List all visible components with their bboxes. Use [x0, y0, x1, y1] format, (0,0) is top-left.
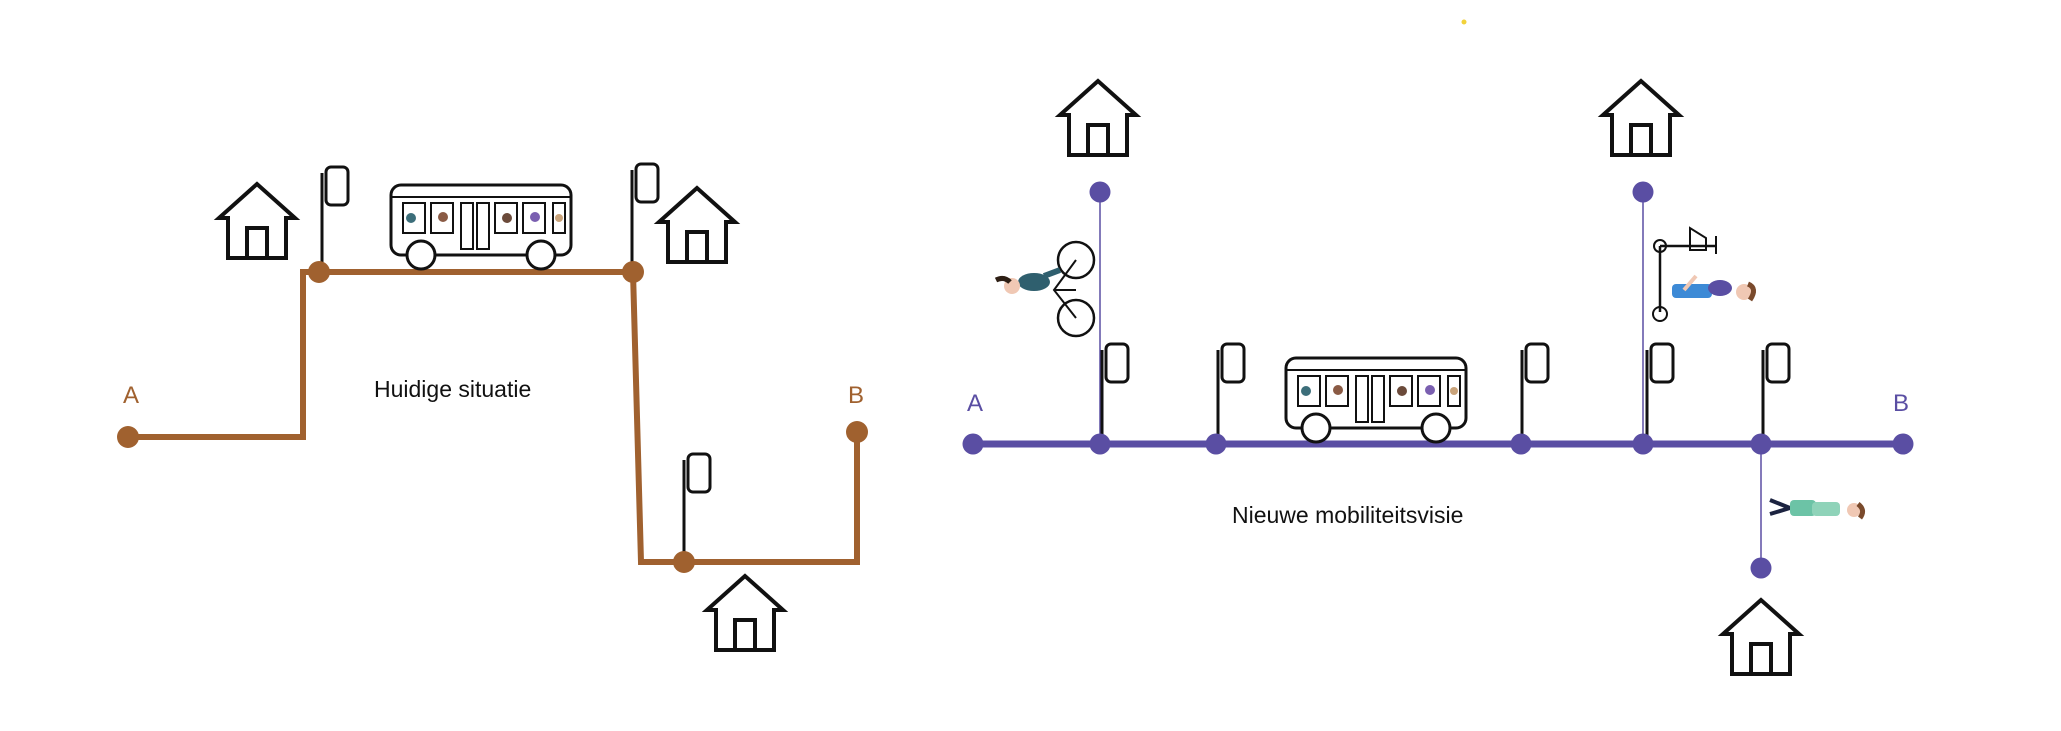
bus-stop-sign-icon [1100, 342, 1130, 444]
bus-stop-sign-icon [1645, 342, 1675, 444]
route-stop-dot [1089, 433, 1111, 455]
caption-new-mobility-vision: Nieuwe mobiliteitsvisie [1232, 502, 1463, 528]
route-stop-dot [1510, 433, 1532, 455]
caption-current-situation: Huidige situatie [374, 376, 531, 402]
bus-icon [1284, 356, 1468, 444]
label-a: A [967, 390, 983, 417]
house-access-dot [1750, 557, 1772, 579]
route-stop-dot [1892, 433, 1914, 455]
house-icon [1721, 598, 1801, 676]
bus-stop-sign-icon [1520, 342, 1550, 444]
cyclist-icon [994, 240, 1096, 338]
bus-stop-sign-icon [1761, 342, 1791, 444]
route-stop-dot [1750, 433, 1772, 455]
house-icon [657, 186, 737, 264]
route-stop-dot [622, 261, 644, 283]
route-stop-dot [846, 421, 868, 443]
house-icon [1058, 79, 1138, 157]
house-icon [705, 574, 785, 652]
bus-icon [389, 183, 573, 271]
label-b: B [848, 382, 864, 409]
bus-stop-sign-icon [320, 165, 350, 267]
route-stop-dot [1205, 433, 1227, 455]
current-route-line [128, 269, 860, 565]
bus-stop-sign-icon [630, 162, 660, 264]
house-access-dot [1089, 181, 1111, 203]
scooter-rider-icon [1652, 226, 1756, 322]
label-b: B [1893, 390, 1909, 417]
route-stop-dot [1632, 433, 1654, 455]
current-situation-diagram: A B Huidige situatie [117, 162, 868, 652]
route-stop-dot [117, 426, 139, 448]
house-access-dot [1632, 181, 1654, 203]
bus-stop-sign-icon [682, 452, 712, 554]
accent-dot [1461, 19, 1467, 25]
house-icon [1601, 79, 1681, 157]
route-stop-dot [962, 433, 984, 455]
label-a: A [123, 382, 139, 409]
house-icon [217, 182, 297, 260]
new-vision-diagram: A B Nieuwe mobiliteitsvisie [962, 79, 1914, 676]
bus-stop-sign-icon [1216, 342, 1246, 444]
route-stop-dot [308, 261, 330, 283]
walking-person-icon [1769, 498, 1866, 520]
route-stop-dot [673, 551, 695, 573]
